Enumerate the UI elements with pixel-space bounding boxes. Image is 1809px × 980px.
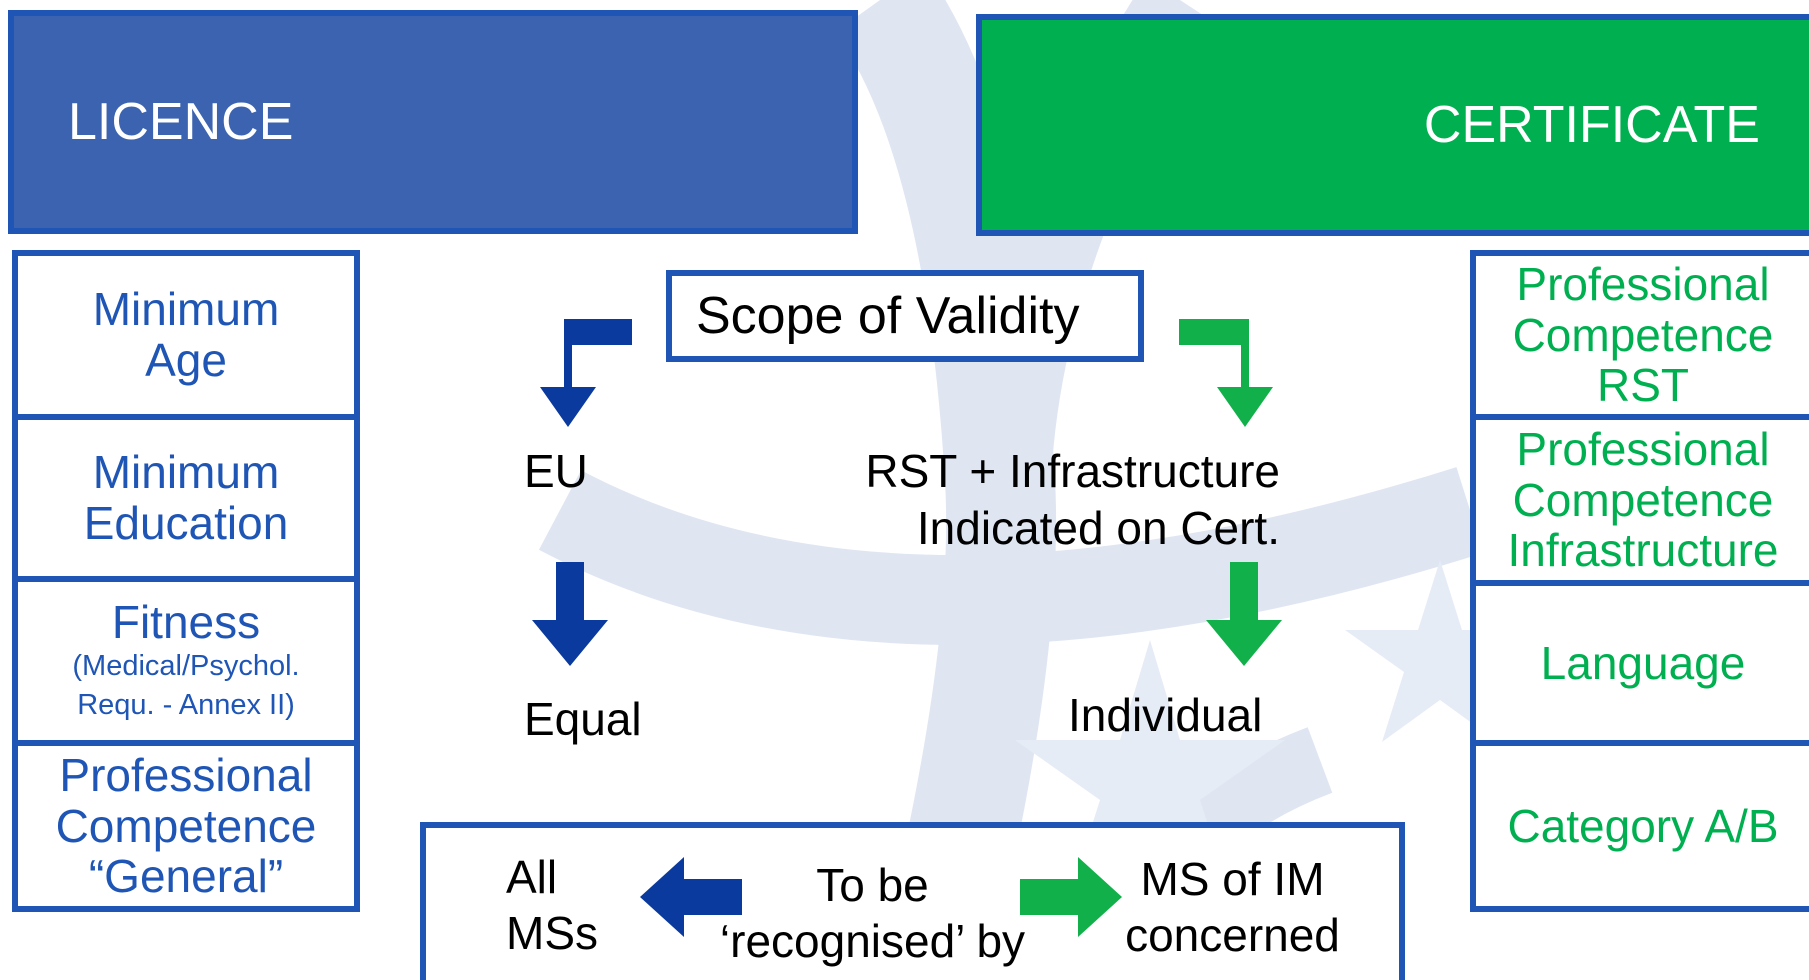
- down-arrow-licence-icon: [532, 562, 608, 666]
- box-line: Minimum: [92, 283, 280, 336]
- scope-of-validity-title: Scope of Validity: [696, 287, 1080, 345]
- certificate-scope-label-line2: Indicated on Cert.: [916, 502, 1280, 554]
- recognition-center-line2: ‘recognised’ by: [719, 915, 1026, 967]
- box-line: Professional: [1516, 423, 1770, 476]
- licence-box-minimum-age: Minimum Age: [12, 250, 360, 420]
- box-line: “General”: [88, 850, 284, 903]
- recognition-center-line1: To be: [816, 859, 929, 911]
- recognition-right-line1: MS of IM: [1140, 853, 1325, 905]
- certificate-outcome-label: Individual: [1068, 689, 1263, 741]
- box-subline: (Medical/Psychol.: [72, 650, 300, 683]
- box-line: Competence: [1512, 308, 1774, 361]
- licence-outcome-label: Equal: [524, 693, 642, 745]
- licence-box-fitness: Fitness (Medical/Psychol. Requ. - Annex …: [12, 576, 360, 746]
- licence-header: LICENCE: [8, 10, 858, 234]
- box-subline: Requ. - Annex II): [77, 689, 295, 722]
- right-arrow-icon: [1020, 857, 1122, 937]
- certificate-title: CERTIFICATE: [1423, 96, 1760, 154]
- down-arrow-certificate-icon: [1206, 562, 1282, 666]
- certificate-box-professional-competence-rst: Professional Competence RST: [1470, 250, 1809, 420]
- certificate-box-language: Language: [1470, 580, 1809, 746]
- box-line: Professional: [1516, 258, 1770, 311]
- box-line: Category A/B: [1507, 799, 1779, 852]
- licence-title: LICENCE: [68, 93, 294, 151]
- recognition-right-line2: concerned: [1125, 909, 1340, 961]
- recognition-box: [420, 822, 1405, 980]
- box-line: Competence: [55, 799, 317, 852]
- licence-box-minimum-education: Minimum Education: [12, 414, 360, 582]
- box-line: Language: [1540, 636, 1746, 689]
- box-line: Age: [145, 334, 227, 386]
- certificate-box-category: Category A/B: [1470, 740, 1809, 912]
- certificate-scope-label-line1: RST + Infrastructure: [865, 445, 1280, 497]
- box-line: Professional: [59, 749, 313, 802]
- box-line: Infrastructure: [1507, 524, 1779, 577]
- elbow-arrow-right-icon: [1179, 319, 1273, 427]
- recognition-left-line1: All: [506, 851, 558, 903]
- box-line: Minimum: [92, 446, 280, 499]
- certificate-header: CERTIFICATE: [976, 14, 1809, 236]
- licence-scope-label: EU: [524, 445, 588, 497]
- scope-of-validity-box: Scope of Validity: [666, 270, 1144, 362]
- box-line: RST: [1597, 359, 1689, 412]
- box-line: Fitness: [111, 595, 261, 648]
- left-arrow-icon: [640, 857, 742, 937]
- elbow-arrow-left-icon: [540, 319, 632, 427]
- certificate-box-professional-competence-infrastructure: Professional Competence Infrastructure: [1470, 414, 1809, 586]
- box-line: Competence: [1512, 473, 1774, 526]
- recognition-left-line2: MSs: [506, 907, 598, 959]
- box-line: Education: [83, 497, 289, 549]
- licence-box-professional-competence-general: Professional Competence “General”: [12, 740, 360, 912]
